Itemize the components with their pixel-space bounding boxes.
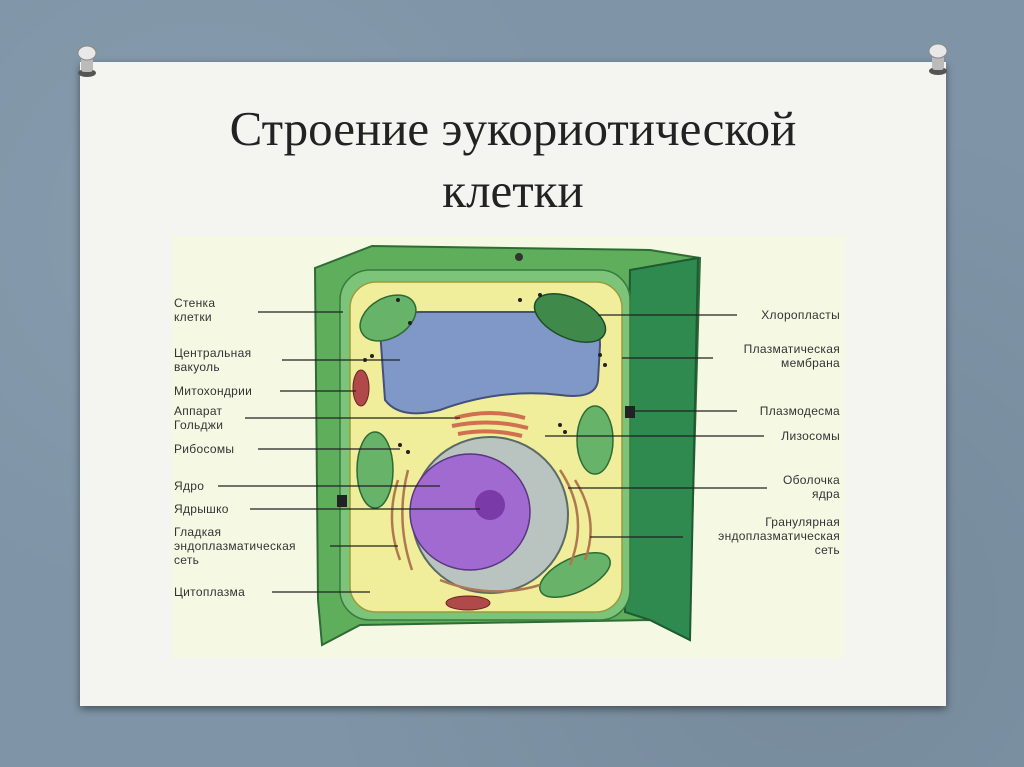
label-nucleus: Ядро: [174, 479, 205, 493]
plant-cell-illustration: [218, 244, 767, 647]
label-mitochondria: Митохондрии: [174, 384, 253, 398]
label-lysosomes: Лизосомы: [781, 429, 840, 443]
slide-title: Строение эукориотической клетки: [80, 98, 946, 222]
title-line: Строение эукориотической: [229, 101, 797, 156]
pin-icon: [77, 45, 97, 77]
title-line: клетки: [442, 163, 584, 218]
label-ribosomes: Рибосомы: [174, 442, 235, 456]
label-cytoplasm: Цитоплазма: [174, 585, 246, 599]
pin-icon: [928, 43, 948, 75]
label-chloroplasts: Хлоропласты: [761, 308, 840, 322]
label-plasmodesma: Плазмодесма: [759, 404, 840, 418]
label-nucleolus: Ядрышко: [174, 502, 229, 516]
